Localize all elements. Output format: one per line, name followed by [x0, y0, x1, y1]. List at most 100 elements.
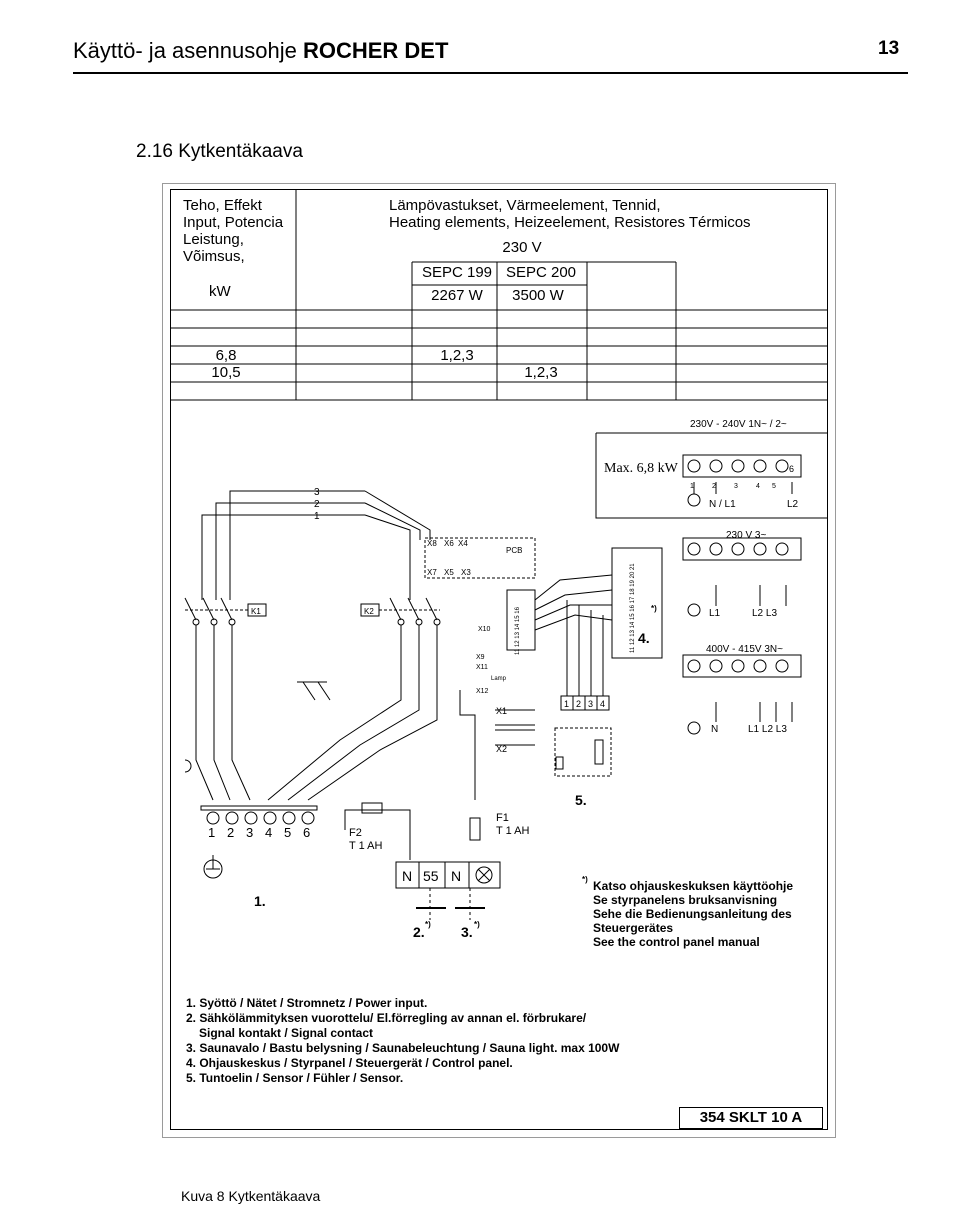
- drawing-reference: 354 SKLT 10 A: [679, 1107, 823, 1129]
- row-2-b: 1,2,3: [524, 364, 558, 381]
- sensor-terminal-number: 1: [564, 699, 569, 709]
- fuse-f2: [361, 802, 383, 814]
- supply-terminal-screw: [687, 659, 701, 673]
- terminal-number: 1: [690, 483, 694, 490]
- row-1-kw: 6,8: [215, 347, 237, 364]
- supply-terminal-screw: [775, 459, 789, 473]
- legend: 1. Syöttö / Nätet / Stromnetz / Power in…: [186, 996, 619, 1086]
- note-line: Se styrpanelens bruksanvisning: [593, 893, 778, 907]
- heater-wire: [364, 490, 431, 540]
- heater-wire: [215, 502, 258, 600]
- panel-strip-numbers: 11 12 13 14 15 16 17 18 19 20 21: [630, 563, 636, 653]
- terminal-row-number: 1: [208, 825, 215, 840]
- x1-label: X1: [496, 706, 507, 716]
- pcb-terminal: X4: [458, 539, 468, 548]
- pcb-connector: X10: [478, 626, 491, 633]
- supply-terminal-screw: [709, 459, 723, 473]
- pcb-connector: X9: [476, 654, 485, 661]
- supply-2-term: L1: [709, 608, 721, 619]
- x2-label: X2: [496, 744, 507, 754]
- heater-wire-label: 1: [314, 511, 320, 522]
- supply-terminal-screw: [731, 659, 745, 673]
- terminal-screw: [282, 811, 296, 825]
- supply-terminal-screw: [753, 459, 767, 473]
- heater-wire-label: 3: [314, 487, 320, 498]
- power-heading-line: Võimsus,: [183, 248, 245, 265]
- cable-entry: [184, 759, 192, 773]
- control-cable: [534, 614, 613, 631]
- sensor-terminal-number: 2: [576, 699, 581, 709]
- header-rule: [73, 72, 908, 74]
- supply-wire: [307, 625, 438, 801]
- terminal-row-number: 6: [303, 825, 310, 840]
- terminal-screw: [301, 811, 315, 825]
- control-cable: [534, 589, 613, 611]
- supply-3-label: 400V - 415V 3N~: [706, 644, 783, 655]
- label-signal-contact: 2.: [413, 924, 425, 940]
- supply-wire: [287, 625, 420, 801]
- label-sauna-light: 3.: [461, 924, 473, 940]
- supply-terminal-screw: [775, 542, 789, 556]
- asterisk-note: *): [651, 604, 657, 613]
- terminal-screw: [244, 811, 258, 825]
- terminal-screw: [206, 811, 220, 825]
- elements-heading-line: Heating elements, Heizeelement, Resistor…: [389, 214, 751, 231]
- safety-switch: [302, 681, 316, 701]
- section-title: 2.16 Kytkentäkaava: [136, 141, 303, 162]
- safety-switch: [317, 681, 331, 701]
- ground-symbol: [687, 603, 701, 617]
- terminal-row-number: 3: [246, 825, 253, 840]
- heater-wire: [364, 502, 421, 540]
- fuse-f1-label: F1: [496, 812, 509, 824]
- fuse-f1-rating: T 1 AH: [496, 825, 529, 837]
- power-heading-line: Teho, Effekt: [183, 197, 262, 214]
- contact-switch: [407, 597, 420, 621]
- signal-terminal-label: N: [402, 868, 412, 884]
- legend-item: 4. Ohjauskeskus / Styrpanel / Steuergerä…: [186, 1056, 513, 1070]
- lamp-symbol: [477, 868, 491, 882]
- supply-terminal-screw: [709, 659, 723, 673]
- supply-2-term: L2 L3: [752, 608, 777, 619]
- control-panel-strip: [611, 547, 663, 659]
- sensor-element: [555, 756, 564, 770]
- label-power-input: 1.: [254, 893, 266, 909]
- terminal-row-rail: [200, 805, 318, 811]
- fuse-f1: [469, 817, 481, 841]
- terminal-number: 4: [756, 483, 760, 490]
- sensor-element: [594, 739, 604, 765]
- contact-switch: [184, 597, 197, 621]
- supply-3-term: L1 L2 L3: [748, 724, 787, 735]
- supply-terminal-screw: [731, 459, 745, 473]
- asterisk-note: *): [582, 875, 588, 884]
- signal-terminal-label: 55: [423, 868, 439, 884]
- row-2-kw: 10,5: [211, 364, 241, 381]
- legend-item: 1. Syöttö / Nätet / Stromnetz / Power in…: [186, 996, 428, 1010]
- note-line: Steuergerätes: [593, 921, 674, 935]
- power-heading-line: Leistung,: [183, 231, 244, 248]
- contact-switch: [425, 597, 438, 621]
- legend-item: 3. Saunavalo / Bastu belysning / Saunabe…: [186, 1041, 620, 1055]
- terminal-row-number: 5: [284, 825, 291, 840]
- legend-item: 2. Sähkölämmityksen vuorottelu/ El.förre…: [186, 1011, 587, 1025]
- sensor-terminal-number: 4: [600, 699, 605, 709]
- relay-k2-label: K2: [364, 607, 374, 616]
- pcb-connector: X11: [476, 664, 488, 671]
- terminal-block-mid: [682, 537, 802, 561]
- heater-wire-label: 2: [314, 499, 320, 510]
- relay-k1-label: K1: [251, 607, 261, 616]
- voltage-label: 230 V: [502, 239, 542, 256]
- terminal-number: 5: [772, 483, 776, 490]
- pcb-strip-numbers: 11 12 13 14 15 16: [515, 606, 521, 655]
- label-control-panel: 4.: [638, 630, 650, 646]
- control-cable: [534, 604, 612, 621]
- supply-3-term: N: [711, 724, 718, 735]
- document-title: Käyttö- ja asennusohje ROCHER DET: [73, 38, 449, 63]
- supply-wire: [231, 625, 251, 801]
- supply-1-term: L2: [787, 499, 799, 510]
- elements-heading: Lämpövastukset, Värmeelement, Tennid, He…: [389, 197, 751, 231]
- terminal-screw: [263, 811, 277, 825]
- pcb-connector: X12: [476, 688, 489, 695]
- terminal-number: 6: [789, 464, 794, 474]
- note-line: Sehe die Bedienungsanleitung des: [593, 907, 792, 921]
- legend-item: Signal kontakt / Signal contact: [199, 1026, 374, 1040]
